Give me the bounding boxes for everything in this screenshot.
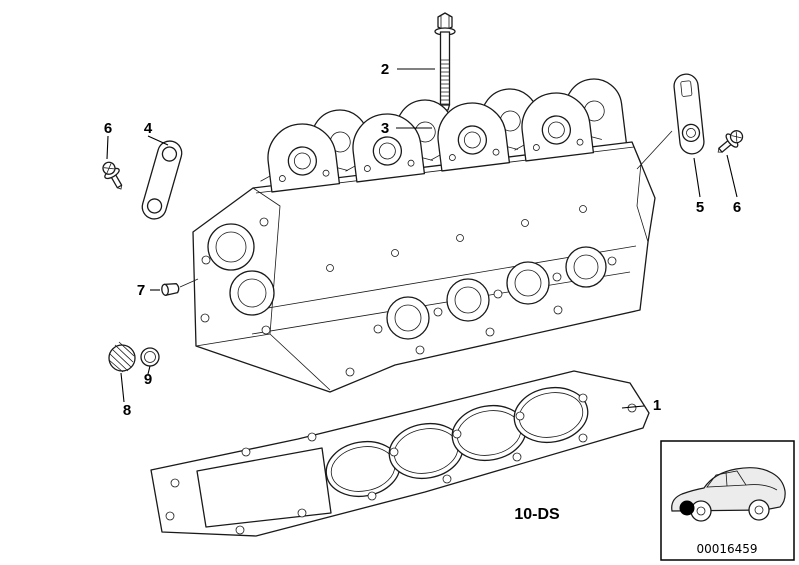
callout-bracket-right: 5 (696, 199, 704, 216)
callout-sealing-plug: 7 (137, 282, 145, 299)
seal-ring-drawing (140, 347, 160, 367)
gasket-bolt-holes (165, 393, 637, 535)
screw-right-drawing (717, 130, 744, 153)
lifting-bracket-left-drawing (141, 140, 183, 220)
callout-washer: 3 (381, 120, 389, 137)
screw-left-drawing (102, 161, 123, 190)
callout-head-bolt: 2 (381, 61, 389, 78)
callout-labels: 1 2 3 4 5 6 6 7 8 9 (104, 61, 741, 419)
head-gasket-drawing (150, 370, 650, 537)
front-cam-towers (260, 92, 602, 193)
callout-screw-left: 6 (104, 120, 112, 137)
car-icon (671, 467, 786, 522)
part-number-label: 00016459 (696, 542, 757, 556)
cylinder-head-drawing (192, 78, 656, 393)
lifting-bracket-right-drawing (673, 73, 705, 155)
section-code-label: 10-DS (514, 506, 560, 523)
head-bolt-drawing (434, 12, 456, 111)
callout-seal-ring: 9 (144, 371, 152, 388)
location-dot (679, 500, 695, 516)
callout-screw-right: 6 (733, 199, 741, 216)
car-reference-box: 00016459 (660, 440, 795, 561)
callout-gasket: 1 (653, 397, 661, 414)
callout-screw-plug: 8 (123, 402, 131, 419)
callout-leader-lines (106, 68, 738, 409)
callout-bracket-left: 4 (144, 120, 153, 137)
screw-plug-drawing (108, 341, 136, 373)
sealing-plug-drawing (161, 283, 180, 296)
head-face-details (195, 141, 649, 391)
